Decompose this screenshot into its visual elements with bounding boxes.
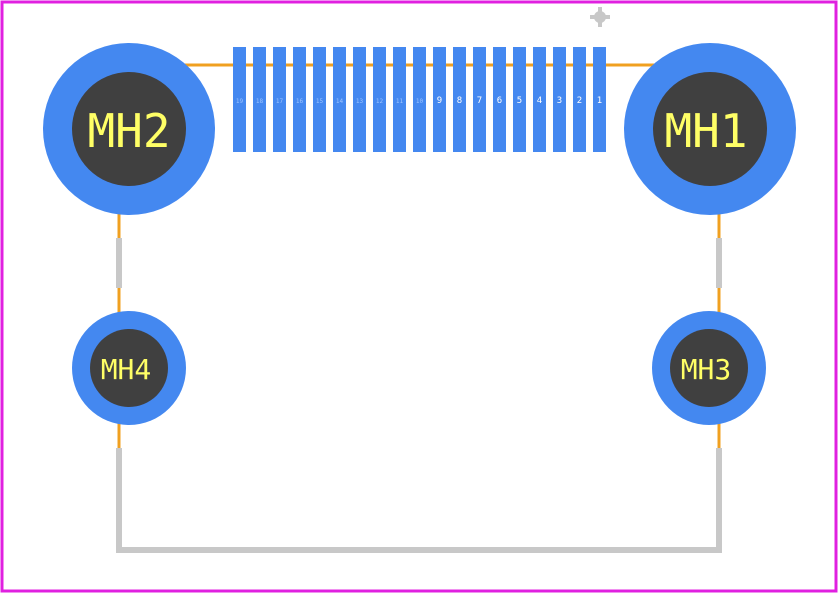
mounting-hole-mh4[interactable]: MH4: [72, 311, 186, 425]
mh2-hole: [72, 72, 186, 186]
pin-pad-10[interactable]: [413, 47, 426, 152]
pin-pad-6[interactable]: [493, 47, 506, 152]
pin-pad-4[interactable]: [533, 47, 546, 152]
pin-label-8: 8: [457, 96, 462, 106]
pin-label-11: 11: [396, 98, 404, 105]
pin-pad-1[interactable]: [593, 47, 606, 152]
pin-pad-7[interactable]: [473, 47, 486, 152]
pin-label-15: 15: [316, 98, 324, 105]
mounting-hole-mh3[interactable]: MH3: [652, 311, 766, 425]
pin-label-16: 16: [296, 98, 304, 105]
pin-pad-14[interactable]: [333, 47, 346, 152]
pin-label-14: 14: [336, 98, 344, 105]
pin-pads: 19 18 17 16 15 14 13 12 11 10 9 8 7 6 5 4 3 2 1: [233, 47, 606, 152]
pin-pad-11[interactable]: [393, 47, 406, 152]
pin-label-17: 17: [276, 98, 284, 105]
pin-label-5: 5: [517, 96, 522, 106]
mh4-label: MH4: [101, 353, 152, 386]
pin-pad-17[interactable]: [273, 47, 286, 152]
origin-marker-icon: [590, 7, 610, 27]
silkscreen: [116, 238, 722, 553]
pin-pad-3[interactable]: [553, 47, 566, 152]
pin-label-13: 13: [356, 98, 364, 105]
pin-label-7: 7: [477, 96, 482, 106]
pin-pad-16[interactable]: [293, 47, 306, 152]
mh3-hole: [670, 329, 748, 407]
pin-pad-2[interactable]: [573, 47, 586, 152]
mounting-hole-mh2[interactable]: MH2: [43, 43, 215, 215]
pin-pad-12[interactable]: [373, 47, 386, 152]
pin-label-18: 18: [256, 98, 264, 105]
pin-pad-18[interactable]: [253, 47, 266, 152]
pin-label-4: 4: [537, 96, 542, 106]
pin-label-1: 1: [597, 96, 602, 106]
mh4-hole: [90, 329, 168, 407]
pin-pad-19[interactable]: [233, 47, 246, 152]
pin-label-12: 12: [376, 98, 384, 105]
mounting-hole-mh1[interactable]: MH1: [624, 43, 796, 215]
pin-pad-9[interactable]: [433, 47, 446, 152]
pin-pad-8[interactable]: [453, 47, 466, 152]
pin-label-2: 2: [577, 96, 582, 106]
pin-pad-13[interactable]: [353, 47, 366, 152]
pin-pad-15[interactable]: [313, 47, 326, 152]
mh2-label: MH2: [87, 104, 170, 158]
mh1-label: MH1: [664, 104, 747, 158]
mh1-hole: [653, 72, 767, 186]
mh3-label: MH3: [681, 353, 732, 386]
pin-label-10: 10: [416, 98, 424, 105]
pin-label-19: 19: [236, 98, 244, 105]
pin-label-3: 3: [557, 96, 562, 106]
pin-label-6: 6: [497, 96, 502, 106]
pin-label-9: 9: [437, 96, 442, 106]
pin-pad-5[interactable]: [513, 47, 526, 152]
